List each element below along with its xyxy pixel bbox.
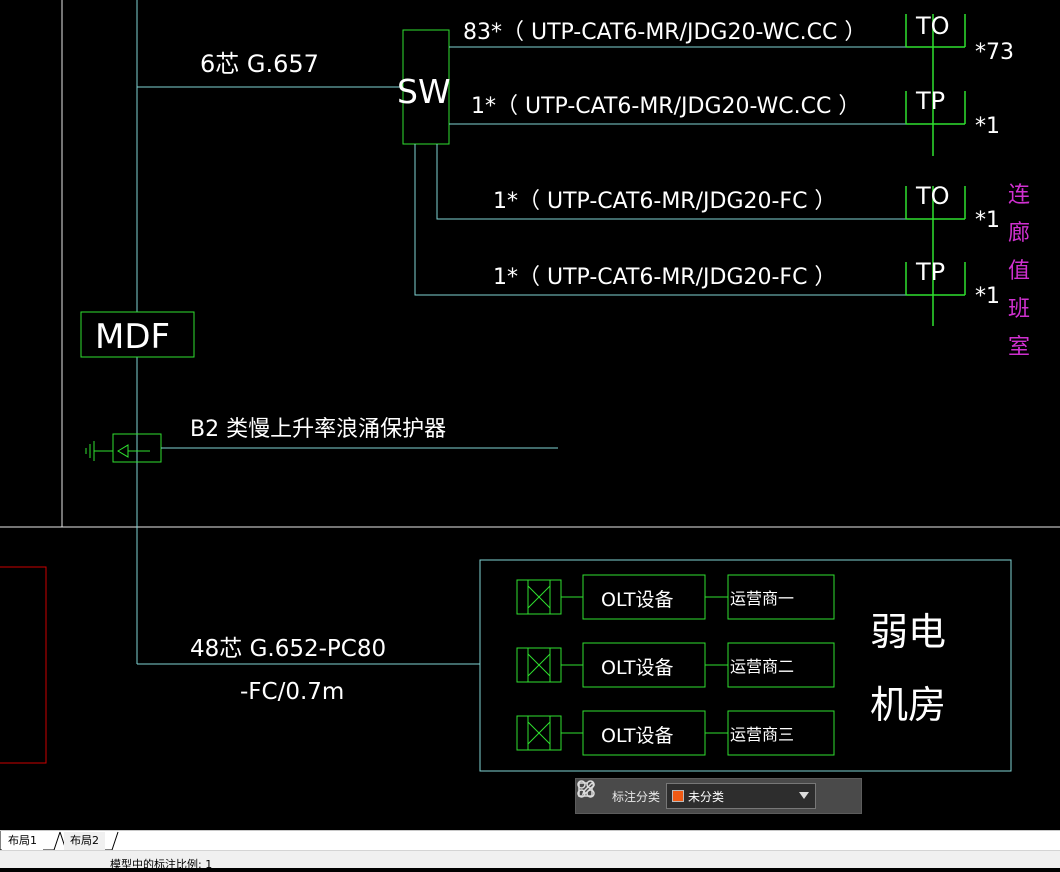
fiber-lower-label-line2: -FC/0.7m: [240, 679, 344, 705]
surge-label: B2 类慢上升率浪涌保护器: [190, 417, 446, 442]
branch-cable-label-3: 1*（ UTP-CAT6-MR/JDG20-FC ）: [493, 189, 836, 214]
layout-tab-bar: 布局1 布局2: [0, 830, 1060, 851]
mdf-box[interactable]: [80, 311, 195, 358]
surge-protector-symbol: [85, 433, 162, 463]
switch-label: SW: [397, 72, 451, 111]
room-label-char-3: 值: [1008, 259, 1030, 284]
room-label-char-2: 廊: [1008, 221, 1030, 246]
weak-room-label-line2: 机房: [870, 683, 946, 727]
branch-line-3: [436, 144, 906, 220]
olt-row-2: [516, 642, 835, 688]
annotation-scale-text: 模型中的标注比例: 1: [110, 858, 213, 871]
olt-label-3: OLT设备: [601, 725, 674, 747]
outlet-label-2: TP: [915, 87, 945, 115]
edit-icon[interactable]: [578, 779, 852, 813]
room-label-char-5: 室: [1008, 335, 1030, 360]
fiber-lower-label-line1: 48芯 G.652-PC80: [190, 636, 386, 662]
annotation-category-label: 标注分类: [612, 789, 661, 804]
branch-cable-label-1: 83*（ UTP-CAT6-MR/JDG20-WC.CC ）: [463, 20, 866, 45]
outlet-label-3: TO: [915, 182, 950, 210]
tab-layout-1[interactable]: 布局1: [2, 832, 43, 850]
outlet-symbols: [905, 14, 966, 326]
weak-room-box[interactable]: [479, 559, 1012, 772]
outlet-label-4: TP: [915, 258, 945, 286]
fiber-upper-label: 6芯 G.657: [200, 50, 319, 78]
count-label-2: *1: [975, 114, 1000, 139]
annotation-toolbar: 标注分类 未分类: [575, 778, 862, 814]
olt-row-1: [516, 574, 835, 620]
weak-room-label-line1: 弱电: [870, 610, 946, 654]
annotation-category-value: 未分类: [688, 789, 725, 804]
operator-label-1: 运营商一: [730, 589, 794, 608]
count-label-4: *1: [975, 284, 1000, 309]
count-label-1: *73: [975, 40, 1014, 65]
tab-layout-2[interactable]: 布局2: [64, 832, 105, 850]
room-label-char-4: 班: [1008, 297, 1030, 322]
drawing-canvas[interactable]: 6芯 G.657 SW 83*（ UTP-CAT6-MR/JDG20-WC.CC…: [0, 0, 1060, 830]
branch-cable-label-2: 1*（ UTP-CAT6-MR/JDG20-WC.CC ）: [471, 94, 860, 119]
operator-label-3: 运营商三: [730, 725, 794, 744]
chevron-down-icon: [799, 792, 810, 799]
room-label-char-1: 连: [1008, 183, 1030, 208]
count-label-3: *1: [975, 208, 1000, 233]
category-color-swatch: [672, 790, 685, 802]
olt-row-3: [516, 710, 835, 756]
outlet-label-1: TO: [915, 12, 950, 40]
switch-box[interactable]: [402, 29, 450, 145]
olt-label-1: OLT设备: [601, 589, 674, 611]
mdf-label: MDF: [95, 317, 170, 357]
annotation-category-select[interactable]: 未分类: [666, 783, 817, 809]
red-frame-box: [0, 566, 47, 764]
olt-label-2: OLT设备: [601, 657, 674, 679]
branch-line-4: [414, 144, 906, 296]
status-bar: 模型中的标注比例: 1: [0, 850, 1060, 871]
operator-label-2: 运营商二: [730, 657, 794, 676]
branch-cable-label-4: 1*（ UTP-CAT6-MR/JDG20-FC ）: [493, 265, 836, 290]
